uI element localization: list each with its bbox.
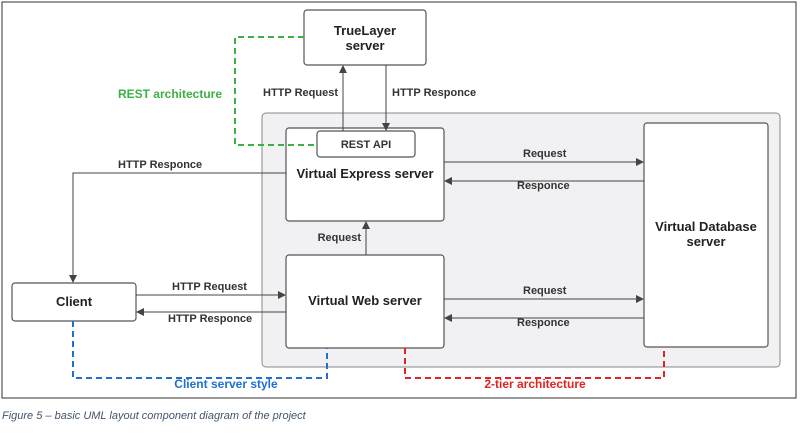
web-server-label: Virtual Web server [308, 293, 422, 308]
web-server-box [285, 254, 445, 349]
http-response-truelayer-label: HTTP Responce [392, 87, 476, 99]
web-db-response-label: Responce [517, 317, 570, 329]
client-server-style-label: Client server style [174, 377, 278, 391]
express-db-request-label: Request [523, 148, 567, 160]
web-db-request-label: Request [523, 285, 567, 297]
http-request-client-label: HTTP Request [172, 281, 247, 293]
two-tier-architecture-boundary [404, 347, 665, 379]
truelayer-server-label-1: TrueLayer [334, 23, 396, 38]
database-server-label-2: server [686, 234, 725, 249]
client-server-style-boundary [72, 321, 328, 379]
express-db-response-label: Responce [517, 180, 570, 192]
rest-api-label: REST API [341, 139, 391, 151]
component-diagram: TrueLayer server Virtual Express server … [1, 1, 797, 399]
database-server-box [643, 122, 769, 348]
figure-caption: Figure 5 – basic UML layout component di… [2, 410, 306, 422]
two-tier-architecture-label: 2-tier architecture [484, 377, 586, 391]
web-express-request-label: Request [318, 232, 362, 244]
rest-api-box [316, 130, 416, 158]
http-response-client-label: HTTP Responce [168, 313, 252, 325]
http-response-express-client-label: HTTP Responce [118, 159, 202, 171]
http-request-truelayer-label: HTTP Request [263, 87, 338, 99]
express-server-label: Virtual Express server [296, 166, 433, 181]
database-server-label-1: Virtual Database [655, 219, 757, 234]
arrow-express-to-client [69, 172, 286, 283]
truelayer-server-label-2: server [345, 38, 384, 53]
rest-architecture-label: REST architecture [118, 87, 222, 101]
rest-architecture-boundary [234, 36, 317, 146]
client-label: Client [56, 294, 93, 309]
